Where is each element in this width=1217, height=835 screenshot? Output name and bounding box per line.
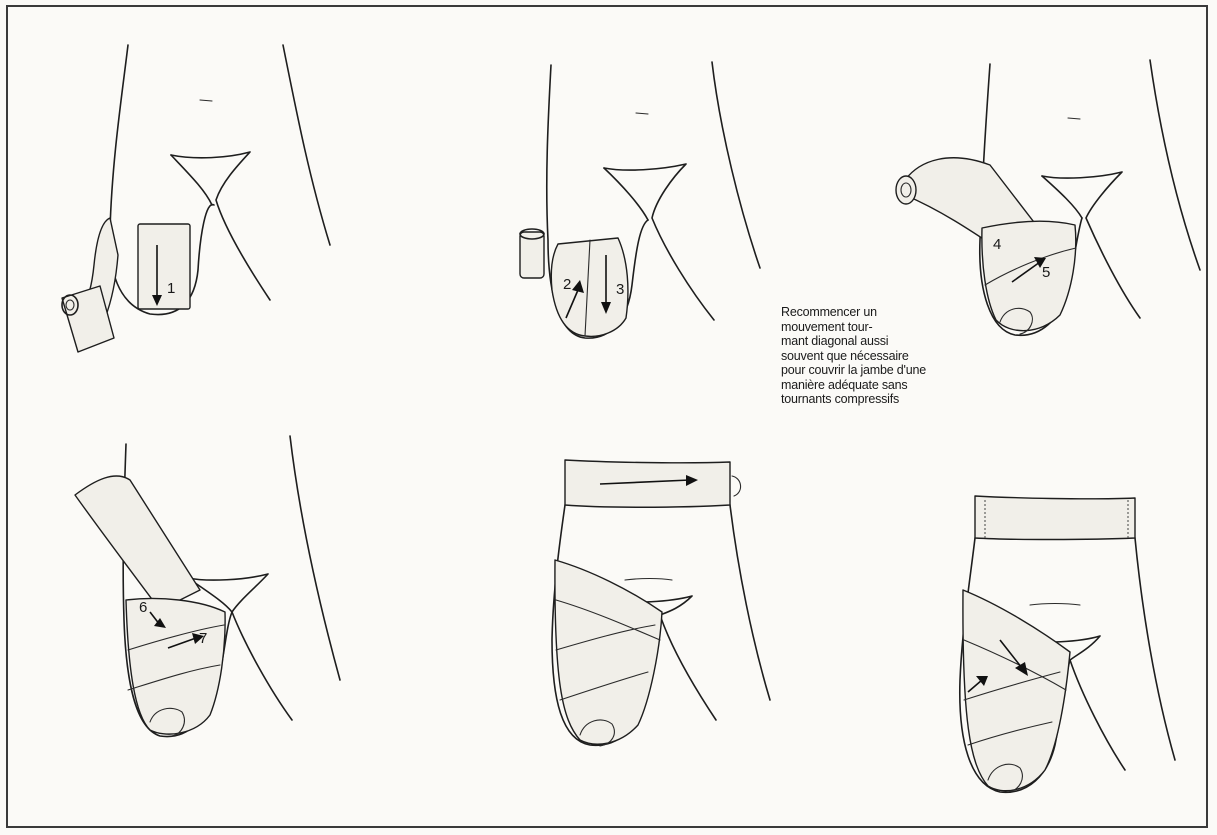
instruction-caption: Recommencer un mouvement tour- mant diag…: [781, 305, 996, 407]
step-number-2: 2: [563, 276, 571, 293]
step-number-5: 5: [1042, 264, 1050, 281]
panel-3-illustration: 4 5: [896, 60, 1200, 335]
panel-6-illustration: [960, 496, 1175, 792]
caption-line: mant diagonal aussi: [781, 334, 996, 349]
panel-6-torso-line: [1135, 538, 1175, 760]
panel-2-bandage-roll: [520, 229, 544, 278]
panel-1-torso-line: [283, 45, 330, 245]
caption-line: souvent que nécessaire: [781, 349, 996, 364]
panel-1-navel: [200, 100, 212, 101]
step-number-7: 7: [199, 630, 207, 647]
panel-3-navel: [1068, 118, 1080, 119]
panel-5-bandage-wrap: [555, 560, 662, 744]
panel-5-illustration: [552, 460, 770, 746]
step-number-1: 1: [167, 280, 175, 297]
panel-3-bandage-roll: [896, 176, 916, 204]
panel-1-groin-line: [171, 155, 212, 205]
panel-2-torso-line: [712, 62, 760, 268]
panel-4-illustration: 6 7: [75, 436, 340, 737]
panel-6-groin-fold: [1030, 604, 1080, 606]
caption-line: pour couvrir la jambe d'une: [781, 363, 996, 378]
panel-3-groin-line: [1042, 176, 1082, 218]
caption-line: tournants compressifs: [781, 392, 996, 407]
panel-6-waist-band: [975, 496, 1135, 540]
panel-4-torso-line: [290, 436, 340, 680]
panel-4-bandage-tail: [75, 476, 200, 610]
panel-2-navel: [636, 113, 648, 114]
panel-1-bandage-strip: [138, 224, 190, 309]
panel-2-illustration: 2 3: [520, 62, 760, 338]
panel-5-torso-line: [730, 505, 770, 700]
caption-line: mouvement tour-: [781, 320, 996, 335]
panel-5-turn-arrow: [732, 476, 741, 496]
panel-6-bandage-wrap: [963, 590, 1070, 791]
panel-5-waist-band: [565, 460, 730, 507]
panel-3-torso-line: [1150, 60, 1200, 270]
panel-5-groin-fold: [625, 579, 672, 581]
caption-line: manière adéquate sans: [781, 378, 996, 393]
step-number-4: 4: [993, 236, 1001, 253]
panel-1-illustration: 1: [62, 45, 330, 352]
caption-line: Recommencer un: [781, 305, 996, 320]
step-number-3: 3: [616, 281, 624, 298]
panel-2-groin-line: [604, 168, 648, 220]
step-number-6: 6: [139, 599, 147, 616]
